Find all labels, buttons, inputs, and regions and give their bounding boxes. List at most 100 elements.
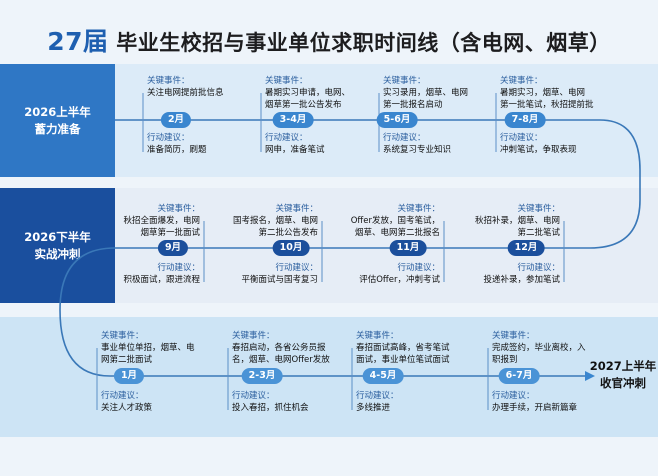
action-advice-block: 行动建议： 评估Offer，冲刺考试 (359, 262, 440, 286)
key-event-block: 关键事件： 秋招全面爆发，电网烟草第一批面试 (123, 203, 200, 239)
month-badge: 3-4月 (272, 112, 314, 128)
action-advice-label: 行动建议： (517, 263, 560, 273)
action-advice-label: 行动建议： (147, 133, 190, 143)
key-event-text: 秋招全面爆发，电网 (123, 216, 200, 226)
phase-label-2026-h1: 2026上半年蓄力准备 (0, 64, 115, 177)
month-badge: 2月 (160, 112, 192, 128)
key-event-label: 关键事件： (265, 76, 308, 86)
key-event-label: 关键事件： (232, 331, 275, 341)
action-advice-block: 行动建议： 投入春招，抓住机会 (232, 390, 309, 414)
key-event-text: Offer发放，国考笔试， (350, 216, 440, 226)
action-advice-label: 行动建议： (265, 133, 308, 143)
key-event-text: 完成签约，毕业离校，入 (492, 343, 586, 353)
action-advice-block: 行动建议： 冲刺笔试，争取表现 (500, 132, 577, 156)
key-event-block: 关键事件： 完成签约，毕业离校，入职报到 (492, 330, 586, 366)
end-line: 2027上半年 (589, 359, 657, 373)
action-advice-block: 行动建议： 多线推进 (356, 390, 399, 414)
action-advice-text: 冲刺笔试，争取表现 (500, 145, 577, 155)
action-advice-text: 积极面试，跟进流程 (123, 275, 200, 285)
timeline-line (59, 119, 641, 377)
key-event-block: 关键事件： 关注电网提前批信息 (147, 75, 224, 99)
month-badge: 2-3月 (241, 368, 283, 384)
action-advice-label: 行动建议： (383, 133, 426, 143)
action-advice-text: 关注人才政策 (101, 403, 153, 413)
key-event-label: 关键事件： (517, 204, 560, 214)
key-event-block: 关键事件： 春招面试高峰，省考笔试面试，事业单位笔试面试 (356, 330, 450, 366)
action-advice-label: 行动建议： (356, 391, 399, 401)
month-badge: 12月 (507, 240, 545, 256)
action-advice-text: 投递补录，参加笔试 (483, 275, 560, 285)
key-event-block: 关键事件： 暑期实习，烟草、电网第一批笔试，秋招提前批 (500, 75, 594, 111)
phase-label-2026-h2: 2026下半年实战冲刺 (0, 188, 115, 303)
key-event-text: 暑期实习申请，电网、 (265, 88, 351, 98)
key-event-text: 事业单位单招，烟草、电 (101, 343, 195, 353)
key-event-text: 职报到 (492, 355, 518, 365)
key-event-text: 国考报名，烟草、电网 (232, 216, 318, 226)
key-event-text: 烟草第一批面试 (140, 228, 200, 238)
arrow-head-icon (585, 371, 595, 381)
month-badge: 7-8月 (504, 112, 546, 128)
key-event-label: 关键事件： (101, 331, 144, 341)
action-advice-label: 行动建议： (275, 263, 318, 273)
key-event-label: 关键事件： (492, 331, 535, 341)
action-advice-text: 平衡面试与国考复习 (241, 275, 318, 285)
month-badge: 1月 (113, 368, 145, 384)
action-advice-block: 行动建议： 平衡面试与国考复习 (241, 262, 318, 286)
key-event-label: 关键事件： (500, 76, 543, 86)
action-advice-label: 行动建议： (157, 263, 200, 273)
key-event-text: 烟草、电网第二批报名 (354, 228, 440, 238)
action-advice-label: 行动建议： (397, 263, 440, 273)
action-advice-text: 办理手续，开启新篇章 (492, 403, 578, 413)
action-advice-text: 网申，准备笔试 (265, 145, 325, 155)
key-event-block: 关键事件：事业单位单招，烟草、电网第二批面试 (101, 330, 195, 366)
key-event-label: 关键事件： (147, 76, 190, 86)
action-advice-text: 系统复习专业知识 (383, 145, 452, 155)
action-advice-text: 投入春招，抓住机会 (232, 403, 309, 413)
action-advice-block: 行动建议： 办理手续，开启新篇章 (492, 390, 577, 414)
end-line: 收官冲刺 (600, 376, 646, 390)
key-event-block: 关键事件： Offer发放，国考笔试， 烟草、电网第二批报名 (351, 203, 440, 239)
key-event-label: 关键事件： (275, 204, 318, 214)
action-advice-block: 行动建议： 系统复习专业知识 (383, 132, 451, 156)
action-advice-block: 行动建议： 关注人才政策 (101, 390, 152, 414)
key-event-label: 关键事件： (356, 331, 399, 341)
action-advice-block: 行动建议： 积极面试，跟进流程 (123, 262, 200, 286)
month-badge: 10月 (272, 240, 310, 256)
phase-label-line: 2026上半年 (24, 104, 91, 119)
key-event-label: 关键事件： (397, 204, 440, 214)
action-advice-label: 行动建议： (232, 391, 275, 401)
key-event-text: 第一批报名启动 (383, 100, 443, 110)
key-event-label: 关键事件： (383, 76, 426, 86)
key-event-text: 实习录用，烟草、电网 (383, 88, 469, 98)
action-advice-label: 行动建议： (500, 133, 543, 143)
action-advice-text: 评估Offer，冲刺考试 (359, 275, 440, 285)
month-badge: 11月 (389, 240, 427, 256)
key-event-text: 第一批笔试，秋招提前批 (500, 100, 594, 110)
action-advice-label: 行动建议： (101, 391, 144, 401)
key-event-text: 烟草第一批公告发布 (265, 100, 342, 110)
action-advice-block: 行动建议： 准备简历，刷题 (147, 132, 207, 156)
key-event-block: 关键事件：春招启动，各省公务员报名，烟草、电网Offer发放 (232, 330, 330, 366)
month-badge: 6-7月 (498, 368, 540, 384)
key-event-text: 第二批笔试 (517, 228, 560, 238)
title-highlight: 27届 (47, 27, 109, 56)
key-event-block: 关键事件： 实习录用，烟草、电网第一批报名启动 (383, 75, 468, 111)
key-event-text: 春招面试高峰，省考笔试 (356, 343, 450, 353)
key-event-block: 关键事件： 暑期实习申请，电网、烟草第一批公告发布 (265, 75, 350, 111)
key-event-text: 名，烟草、电网Offer发放 (232, 355, 330, 365)
action-advice-label: 行动建议： (492, 391, 535, 401)
month-badge: 4-5月 (362, 368, 404, 384)
phase-label-line: 2026下半年 (24, 229, 91, 244)
phase-label-line: 蓄力准备 (34, 121, 81, 136)
action-advice-text: 多线推进 (356, 403, 391, 413)
key-event-text: 面试，事业单位笔试面试 (356, 355, 450, 365)
key-event-text: 暑期实习，烟草、电网 (500, 88, 586, 98)
action-advice-text: 准备简历，刷题 (147, 145, 207, 155)
month-badge: 9月 (157, 240, 189, 256)
month-badge: 5-6月 (376, 112, 418, 128)
key-event-label: 关键事件： (157, 204, 200, 214)
action-advice-block: 行动建议： 网申，准备笔试 (265, 132, 325, 156)
key-event-text: 关注电网提前批信息 (147, 88, 224, 98)
action-advice-block: 行动建议： 投递补录，参加笔试 (483, 262, 560, 286)
title-text: 毕业生校招与事业单位求职时间线（含电网、烟草） (116, 31, 611, 55)
